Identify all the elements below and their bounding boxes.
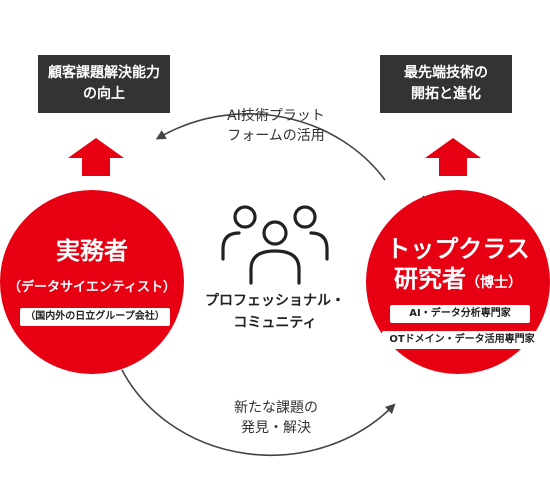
- top-arc-label-line2: フォームの活用: [227, 128, 325, 144]
- top-left-box-line2: の向上: [83, 86, 125, 102]
- bottom-arc-label-line1: 新たな課題の: [234, 400, 318, 416]
- researcher-title-suffix: （博士）: [466, 275, 522, 291]
- top-right-box-line2: 開拓と進化: [411, 86, 481, 102]
- practitioner-circle: 実務者 （データサイエンティスト） （国内外の日立グループ会社）: [0, 190, 184, 374]
- researcher-pill-2: OTドメイン・データ活用専門家: [382, 331, 542, 349]
- top-arc-label: AI技術プラット フォームの活用: [212, 106, 340, 146]
- center-label: プロフェッショナル・ コミュニティ: [185, 290, 365, 334]
- top-right-box-line1: 最先端技術の: [404, 65, 488, 81]
- left-up-arrow-icon: [68, 138, 124, 176]
- top-left-box: 顧客課題解決能力 の向上: [38, 55, 170, 113]
- top-right-box: 最先端技術の 開拓と進化: [380, 55, 512, 113]
- right-up-arrow-icon: [425, 138, 481, 176]
- people-group-icon: [221, 205, 329, 285]
- researcher-title-line2: 研究者（博士）: [366, 264, 550, 298]
- researcher-pill-1: AI・データ分析専門家: [390, 305, 530, 323]
- practitioner-pill: （国内外の日立グループ会社）: [20, 308, 170, 326]
- bottom-arc-label: 新たな課題の 発見・解決: [212, 398, 340, 438]
- top-arc: [155, 113, 386, 181]
- center-label-line2: コミュニティ: [233, 315, 317, 331]
- practitioner-title: 実務者: [56, 237, 128, 265]
- practitioner-subtitle: （データサイエンティスト）: [7, 280, 177, 295]
- researcher-title-line1: トップクラス: [386, 235, 530, 263]
- top-left-box-line1: 顧客課題解決能力: [48, 65, 160, 81]
- bottom-arc-label-line2: 発見・解決: [241, 420, 311, 436]
- researcher-circle: トップクラス 研究者（博士） AI・データ分析専門家 OTドメイン・データ活用専…: [366, 190, 550, 374]
- top-arc-label-line1: AI技術プラット: [227, 108, 325, 124]
- center-label-line1: プロフェッショナル・: [205, 293, 345, 309]
- researcher-title-main: 研究者: [394, 265, 466, 293]
- bottom-arc: [121, 369, 396, 457]
